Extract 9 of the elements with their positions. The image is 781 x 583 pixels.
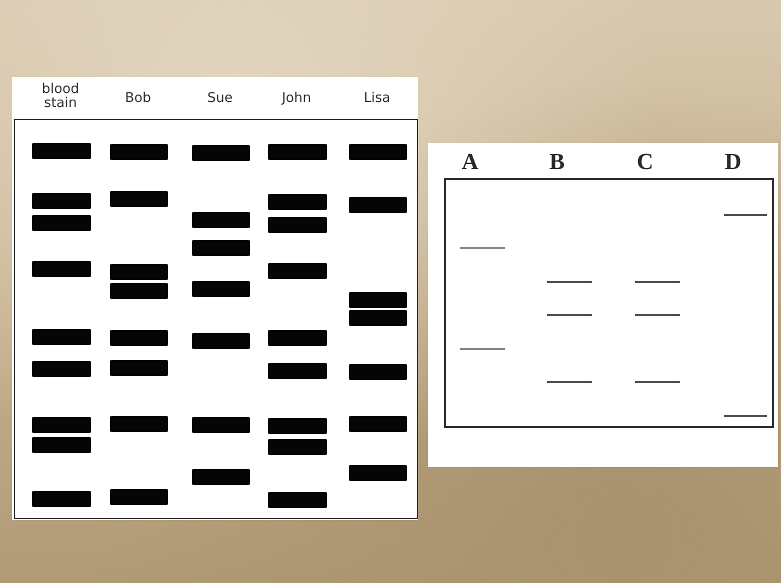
lane-label: John xyxy=(280,91,312,106)
lane-label: D xyxy=(724,150,742,174)
lane-label: Bob xyxy=(124,91,152,106)
lane-label: A xyxy=(460,150,480,174)
lane-label: Lisa xyxy=(362,91,392,106)
lane-label: B xyxy=(548,150,566,174)
lane-label: Sue xyxy=(206,91,234,106)
lane-label: C xyxy=(636,150,654,174)
lane-label: blood stain xyxy=(40,82,80,110)
